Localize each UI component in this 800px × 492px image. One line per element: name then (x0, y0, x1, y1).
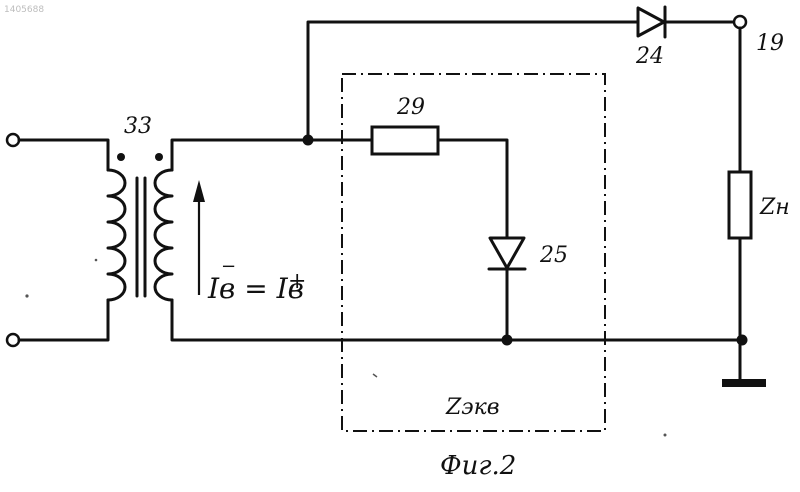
load-label: Zн (759, 195, 790, 220)
speck (95, 259, 98, 262)
current-minus-mark: − (221, 256, 236, 277)
upper-branch-wire (308, 22, 638, 140)
diode-25-label: 25 (539, 243, 568, 268)
current-arrow-head (193, 180, 205, 202)
secondary-winding (155, 170, 172, 300)
diode-24 (638, 7, 665, 37)
output-terminal (734, 16, 746, 28)
polarity-dot-secondary (155, 153, 163, 161)
terminal-label: 19 (756, 31, 784, 56)
primary-top-wire (19, 140, 108, 170)
transformer-33 (108, 153, 172, 300)
speck (25, 294, 28, 297)
current-plus-sign: + (288, 269, 306, 294)
junction-middle (502, 335, 513, 346)
transformer-label: 33 (124, 114, 152, 139)
polarity-dot-primary (117, 153, 125, 161)
input-terminal-bottom (7, 334, 19, 346)
diode-24-label: 24 (635, 44, 664, 69)
resistor-label: 29 (396, 95, 425, 120)
primary-bottom-wire (19, 300, 108, 340)
ground-symbol (722, 379, 766, 387)
input-terminal-top (7, 134, 19, 146)
equivalent-label: Zэкв (445, 395, 500, 420)
speck (373, 374, 377, 377)
resistor-to-diode-wire (438, 140, 507, 238)
document-number: 1405688 (4, 5, 44, 15)
load-resistor (729, 172, 751, 238)
speck (664, 434, 667, 437)
figure-caption: Фиг.2 (440, 451, 516, 481)
resistor-29 (372, 127, 438, 154)
diode-25 (489, 238, 525, 269)
junction-right (737, 335, 748, 346)
secondary-bottom-wire (172, 300, 745, 340)
primary-winding (108, 170, 125, 300)
